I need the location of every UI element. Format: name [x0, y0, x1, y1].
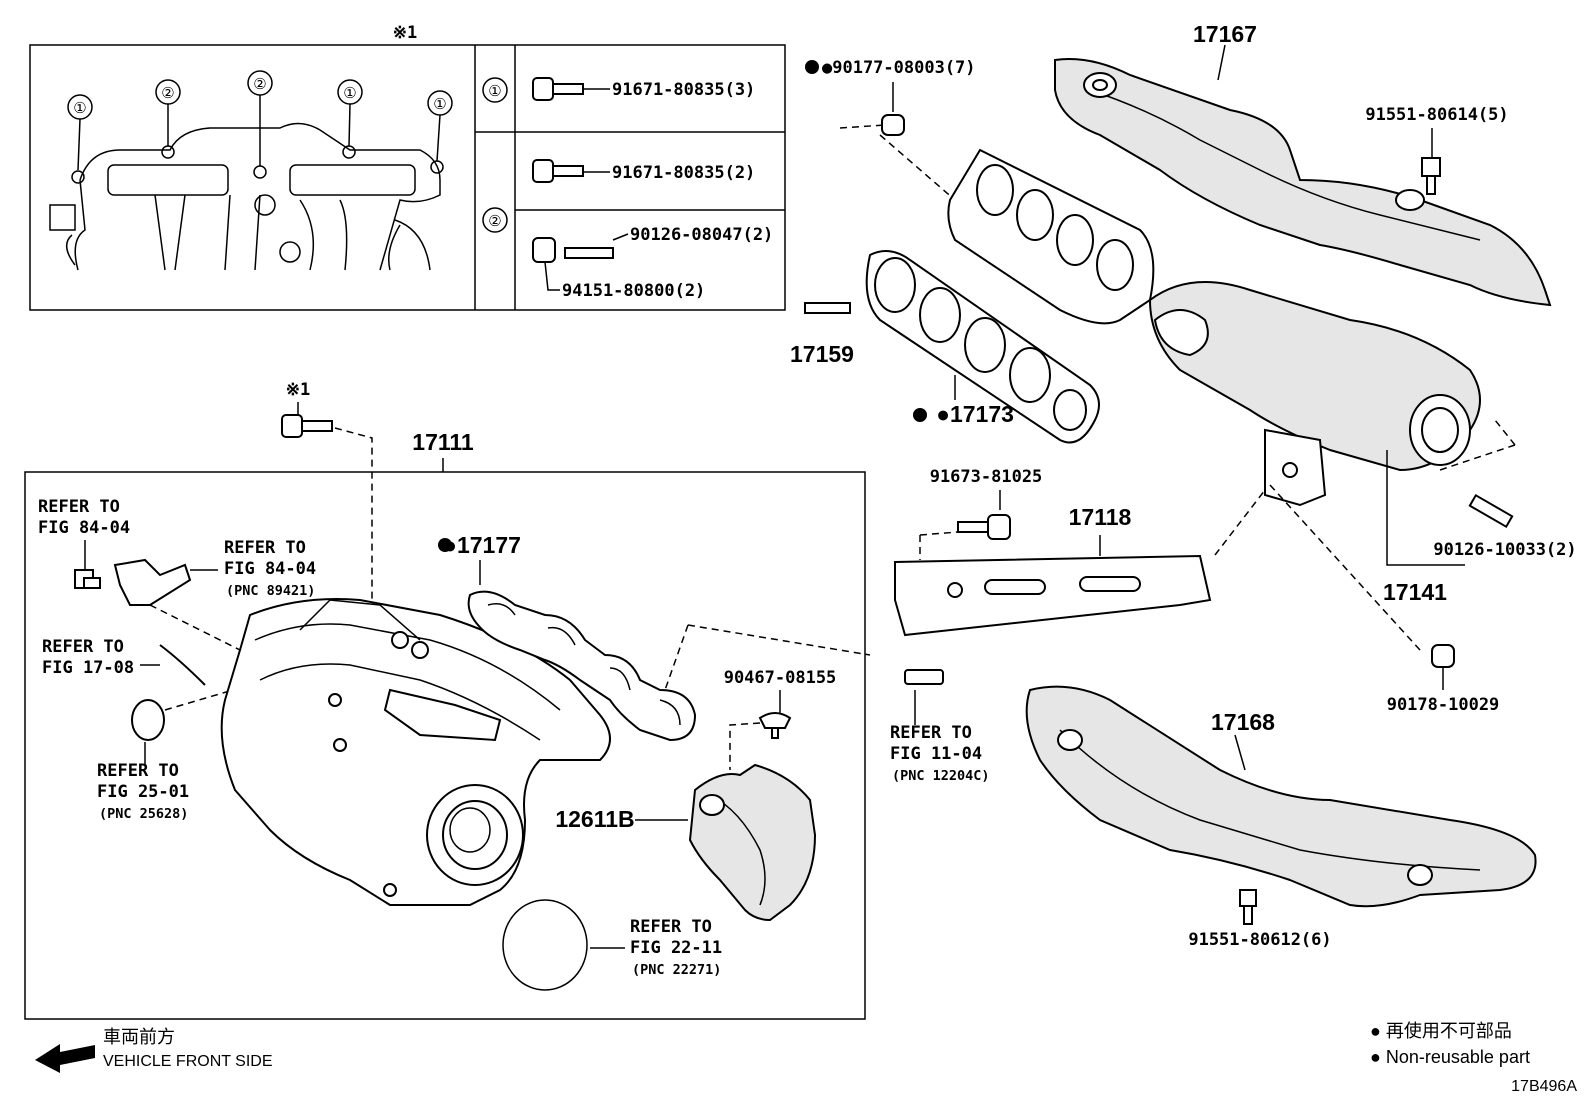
callout-1: ①: [433, 96, 446, 113]
ref1-line1: REFER TO: [38, 497, 120, 517]
callout-2: ②: [161, 85, 174, 102]
part-17167: 17167: [1193, 21, 1257, 47]
part-91551-80614: 91551-80614(5): [1365, 105, 1508, 125]
part-17168: 17168: [1211, 709, 1275, 735]
part-91673-81025: 91673-81025: [930, 467, 1043, 487]
legend-jp: ● 再使用不可部品: [1370, 1021, 1512, 1041]
ref5-line2: FIG 11-04: [890, 744, 982, 764]
non-reusable-dot: [438, 538, 452, 552]
non-reusable-dot: [913, 408, 927, 422]
part-12611b: 12611B: [555, 806, 634, 832]
hose-clamp-icon: [131, 699, 165, 741]
part-17111: 17111: [412, 429, 474, 455]
nut-icon: [881, 114, 905, 136]
bolt-icon: [74, 569, 101, 589]
engine-cover: [688, 763, 817, 922]
ref2-line3: (PNC 89421): [226, 583, 315, 599]
stud-icon: [1468, 493, 1514, 529]
inset-fastener-box: ※1 ① ② ② ① ①: [29, 23, 786, 311]
stud-icon: [804, 302, 851, 314]
callout-2: ②: [253, 76, 266, 93]
throttle-gasket-ring-icon: [502, 899, 588, 991]
direction-jp: 車両前方: [103, 1027, 175, 1047]
row2-key: ②: [488, 213, 501, 230]
ref5-line1: REFER TO: [890, 723, 972, 743]
callout-1: ①: [73, 100, 86, 117]
clip-icon: [758, 712, 792, 739]
part-17141: 17141: [1383, 579, 1447, 605]
inset-callouts: ① ② ② ① ①: [67, 70, 453, 171]
row1-key: ①: [488, 83, 501, 100]
ref2-line2: FIG 84-04: [224, 559, 316, 579]
heat-insulator-upper: [1054, 58, 1552, 307]
exhaust-manifold: [947, 148, 1481, 507]
exhaust-gasket: [865, 250, 1100, 444]
ref4-line1: REFER TO: [97, 761, 179, 781]
part-90178-10029: 90178-10029: [1387, 695, 1500, 715]
ref3-line1: REFER TO: [42, 637, 124, 657]
bolt-icon: [281, 414, 333, 438]
ref6-line2: FIG 22-11: [630, 938, 722, 958]
part-90126-08047: 90126-08047(2): [630, 225, 773, 245]
part-17173: ●17173: [936, 401, 1014, 427]
figure-code: 17B496A: [1511, 1078, 1577, 1095]
part-90126-10033: 90126-10033(2): [1433, 540, 1576, 560]
inset-manifold-flange-drawing: [49, 122, 444, 271]
intake-manifold: [220, 598, 611, 906]
bolt-icon: [957, 514, 1011, 540]
bolt-icon: [1239, 889, 1257, 925]
direction-en: VEHICLE FRONT SIDE: [103, 1053, 273, 1070]
ref6-line3: (PNC 22271): [632, 962, 721, 978]
part-90467-08155: 90467-08155: [724, 668, 837, 688]
ref2-line1: REFER TO: [224, 538, 306, 558]
intake-gasket: [467, 590, 697, 742]
ref4-line3: (PNC 25628): [99, 806, 188, 822]
part-91551-80612: 91551-80612(6): [1188, 930, 1331, 950]
nut-icon: [1431, 644, 1455, 668]
bolt-icon: [532, 77, 584, 101]
ref5-line3: (PNC 12204C): [892, 768, 990, 784]
bolt-icon: [532, 159, 584, 183]
ref3-line2: FIG 17-08: [42, 658, 134, 678]
part-17159: 17159: [790, 341, 854, 367]
ref6-line1: REFER TO: [630, 917, 712, 937]
non-reusable-dot: [805, 60, 819, 74]
manifold-stay-bracket: [894, 554, 1212, 637]
heat-insulator-lower: [1025, 685, 1537, 908]
intake-manifold-box: [24, 471, 866, 1020]
part-90177-08003: ●90177-08003(7): [822, 58, 976, 78]
part-91671-80835-3: 91671-80835(3): [612, 80, 755, 100]
part-17177: ●17177: [443, 532, 521, 558]
part-17118: 17118: [1069, 504, 1132, 530]
ref1-line2: FIG 84-04: [38, 518, 130, 538]
part-91671-80835-2: 91671-80835(2): [612, 163, 755, 183]
bolt-icon: [1421, 157, 1441, 195]
stud-icon: [904, 669, 944, 685]
ref4-line2: FIG 25-01: [97, 782, 189, 802]
stud-icon: [564, 247, 614, 259]
inset-title-mark: ※1: [393, 23, 417, 43]
callout-1: ①: [343, 85, 356, 102]
nut-icon: [532, 237, 556, 263]
legend-en: ● Non-reusable part: [1370, 1047, 1530, 1067]
sensor-icon: [113, 558, 192, 606]
vehicle-front-arrow-icon: [35, 1044, 95, 1073]
mark-x1: ※1: [286, 380, 310, 400]
part-94151-80800: 94151-80800(2): [562, 281, 705, 301]
